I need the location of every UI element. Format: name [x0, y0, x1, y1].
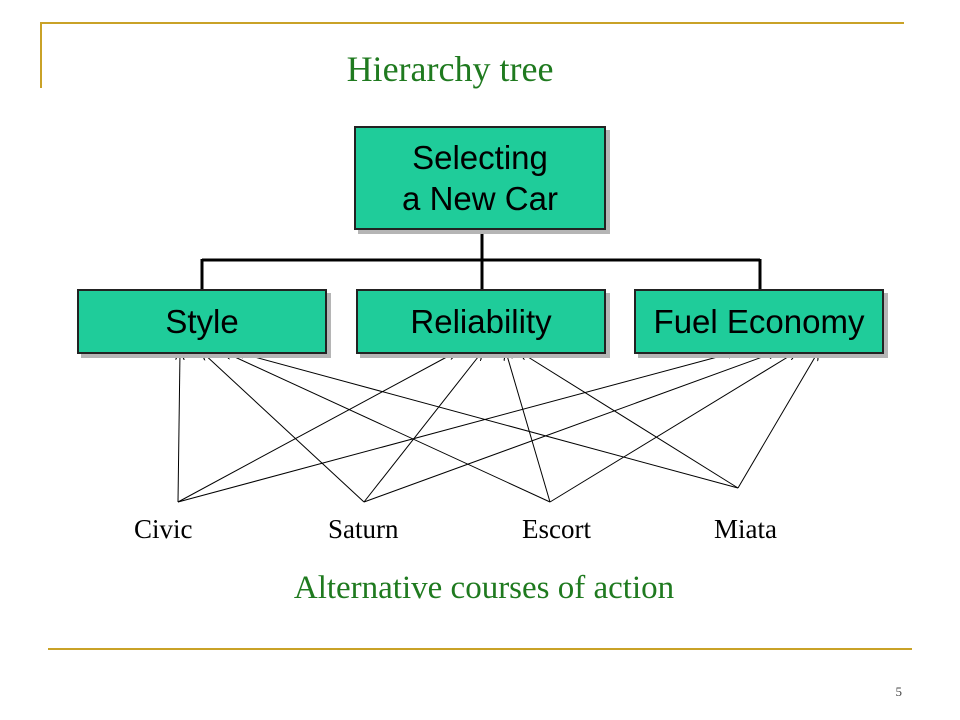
alternative-saturn-label: Saturn [328, 514, 399, 544]
page-number: 5 [895, 684, 903, 699]
criterion-reliability-label: Reliability [410, 302, 552, 340]
goal-label: Selecting a New Car [402, 138, 558, 217]
arrow-civic-to-style [178, 352, 180, 503]
alternative-civic-label: Civic [134, 514, 193, 544]
alternative-arrows [177, 352, 818, 503]
frame-left-line [40, 22, 42, 88]
frame-bottom-line [48, 648, 912, 650]
arrow-escort-to-style [224, 352, 551, 503]
slide-caption: Alternative courses of action [293, 570, 675, 606]
arrow-escort-to-fuel [549, 352, 796, 503]
arrow-miata-to-fuel [737, 352, 818, 489]
arrow-escort-to-reliability [506, 352, 551, 503]
arrow-civic-to-fuel [177, 352, 736, 503]
alternative-miata-label: Miata [714, 514, 777, 544]
criterion-style-box: Style [77, 289, 327, 354]
frame-top-line [40, 22, 904, 24]
arrow-miata-to-reliability [520, 352, 739, 489]
criterion-fuel-economy-label: Fuel Economy [653, 302, 865, 340]
alternative-escort-label: Escort [522, 514, 591, 544]
criterion-fuel-economy-box: Fuel Economy [634, 289, 884, 354]
arrow-civic-to-reliability [177, 352, 456, 503]
arrow-saturn-to-reliability [363, 352, 482, 503]
slide-title: Hierarchy tree [346, 49, 554, 89]
arrow-miata-to-style [236, 352, 739, 489]
criterion-style-label: Style [165, 302, 239, 340]
goal-box: Selecting a New Car [354, 126, 606, 230]
criterion-reliability-box: Reliability [356, 289, 606, 354]
arrow-saturn-to-fuel [363, 352, 776, 503]
arrow-saturn-to-style [202, 352, 365, 503]
